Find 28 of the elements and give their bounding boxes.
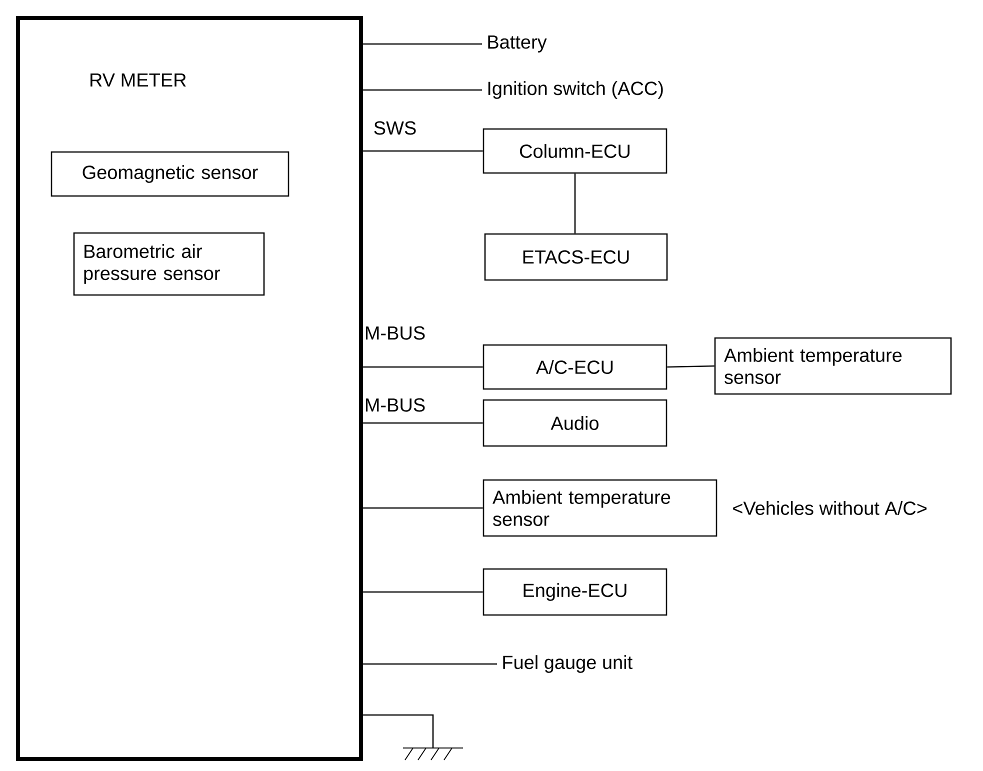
connector-line: [363, 591, 483, 593]
connector-line: [667, 365, 714, 368]
component-box: Ambient temperature sensor: [714, 337, 952, 395]
ground-symbol: [402, 748, 464, 760]
connector-line: [574, 174, 576, 234]
connector-line: [363, 663, 497, 665]
connector-line: [363, 714, 434, 748]
component-box: Column-ECU: [482, 128, 668, 174]
sensor-box: Barometric air pressure sensor: [73, 232, 265, 296]
edge-label: SWS: [372, 120, 418, 136]
component-box: ETACS-ECU: [484, 233, 668, 281]
edge-label: M-BUS: [363, 325, 427, 341]
component-box: Audio: [482, 399, 668, 447]
connector-line: [363, 366, 483, 368]
component-label: Ignition switch (ACC): [488, 81, 663, 99]
connector-line: [363, 507, 483, 509]
connector-line: [363, 89, 482, 91]
component-label: Fuel gauge unit: [503, 655, 632, 673]
component-label: Battery: [488, 36, 547, 52]
sensor-box: Geomagnetic sensor: [50, 151, 290, 197]
component-box: Engine-ECU: [482, 568, 668, 616]
component-box: A/C-ECU: [482, 344, 668, 390]
node-label: <Vehicles without A/C>: [733, 501, 927, 515]
connector-line: [363, 422, 483, 424]
connector-line: [363, 150, 483, 152]
edge-label: M-BUS: [363, 397, 427, 413]
connector-line: [363, 43, 482, 45]
component-box: Ambient temperature sensor <Vehicles without A/C>: [482, 479, 927, 537]
